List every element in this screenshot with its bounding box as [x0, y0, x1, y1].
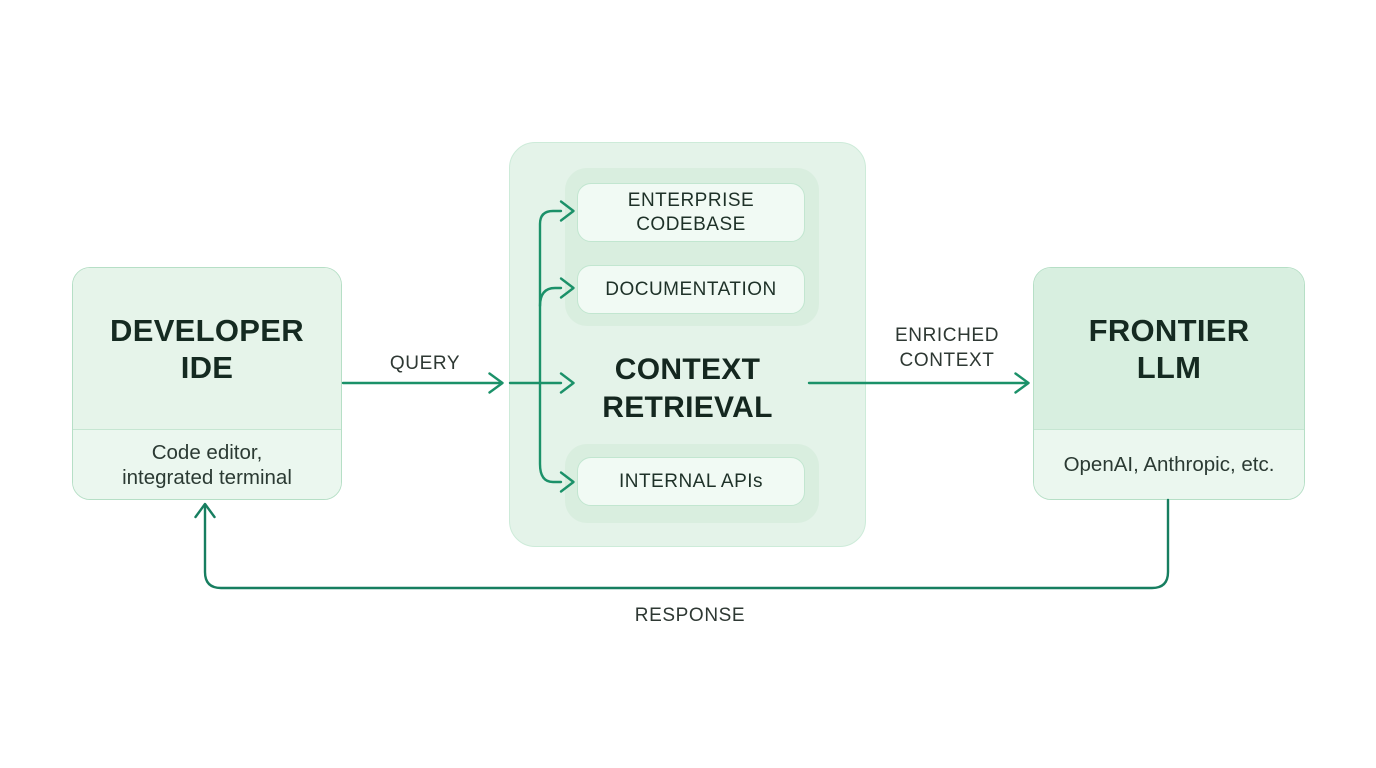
query-label: QUERY: [389, 353, 461, 374]
context-retrieval-node: ENTERPRISE CODEBASE DOCUMENTATION CONTEX…: [509, 142, 866, 547]
frontier-llm-title-line1: FRONTIER: [1088, 312, 1250, 348]
developer-ide-subtitle-line2: integrated terminal: [122, 465, 292, 489]
enterprise-codebase-label-line2: CODEBASE: [636, 213, 746, 235]
enriched-context-label: ENRICHED CONTEXT: [867, 323, 1027, 373]
context-retrieval-title-line2: RETRIEVAL: [602, 391, 773, 424]
developer-ide-header: DEVELOPER IDE: [73, 268, 341, 429]
retrieval-sources-group-top: ENTERPRISE CODEBASE DOCUMENTATION: [565, 168, 819, 326]
query-arrow: [341, 372, 504, 394]
response-label: RESPONSE: [634, 605, 746, 626]
frontier-llm-header: FRONTIER LLM: [1034, 268, 1304, 429]
enriched-context-label-line2: CONTEXT: [899, 350, 995, 371]
enriched-context-label-line1: ENRICHED: [894, 325, 1000, 346]
frontier-llm-footer: OpenAI, Anthropic, etc.: [1034, 429, 1304, 499]
retrieval-sources-group-bottom: INTERNAL APIs: [565, 444, 819, 523]
documentation-label: DOCUMENTATION: [605, 278, 777, 300]
developer-ide-footer: Code editor, integrated terminal: [73, 429, 341, 499]
frontier-llm-title: FRONTIER LLM: [1089, 312, 1250, 386]
context-retrieval-title-line1: CONTEXT: [614, 353, 761, 386]
frontier-llm-title-line2: LLM: [1136, 349, 1202, 385]
documentation-pill: DOCUMENTATION: [577, 265, 805, 314]
internal-apis-pill: INTERNAL APIs: [577, 457, 805, 506]
developer-ide-title: DEVELOPER IDE: [110, 312, 304, 386]
developer-ide-title-line1: DEVELOPER: [110, 312, 304, 348]
frontier-llm-subtitle: OpenAI, Anthropic, etc.: [1063, 453, 1275, 476]
enterprise-codebase-pill: ENTERPRISE CODEBASE: [577, 183, 805, 242]
developer-ide-title-line2: IDE: [180, 349, 234, 385]
context-retrieval-title: CONTEXT RETRIEVAL: [510, 351, 865, 427]
frontier-llm-node: FRONTIER LLM OpenAI, Anthropic, etc.: [1033, 267, 1305, 500]
developer-ide-subtitle-line1: Code editor,: [151, 440, 263, 464]
enterprise-codebase-label-line1: ENTERPRISE: [627, 189, 755, 211]
internal-apis-label: INTERNAL APIs: [618, 470, 764, 492]
developer-ide-node: DEVELOPER IDE Code editor, integrated te…: [72, 267, 342, 500]
